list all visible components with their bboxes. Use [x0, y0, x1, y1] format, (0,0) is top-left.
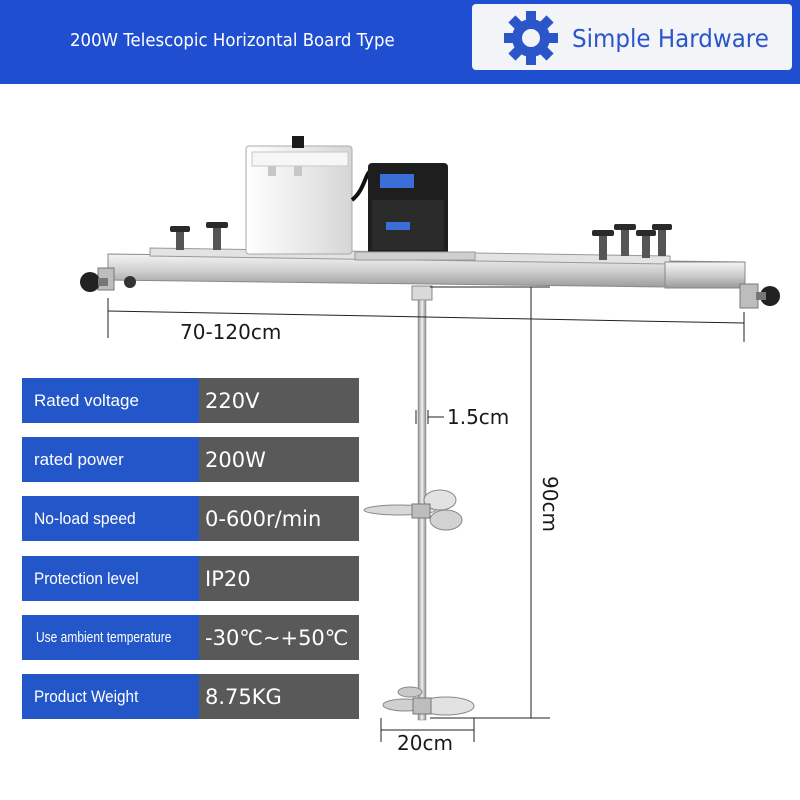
width-dimension-label: 70-120cm: [180, 320, 282, 344]
spec-row-no-load-speed: No-load speed 0-600r/min: [22, 496, 359, 541]
spec-value: -30℃~+50℃: [199, 615, 359, 660]
spec-value: 200W: [199, 437, 359, 482]
lower-impeller: [382, 686, 475, 716]
spec-label: Protection level: [22, 556, 199, 601]
dimension-lines: [107, 286, 745, 742]
spec-value: 0-600r/min: [199, 496, 359, 541]
spec-label: No-load speed: [22, 496, 199, 541]
spec-label: rated power: [22, 437, 199, 482]
gearbox-housing: [245, 136, 353, 255]
impeller-diameter-label: 20cm: [397, 731, 453, 755]
shaft-diameter-label: 1.5cm: [447, 405, 510, 429]
clamp-knob-right: [756, 286, 780, 306]
gear-icon: [504, 11, 558, 65]
motor-housing: [354, 163, 476, 261]
spec-row-product-weight: Product Weight 8.75KG: [22, 674, 359, 719]
header-banner: 200W Telescopic Horizontal Board Type Si…: [0, 0, 800, 84]
spec-row-rated-power: rated power 200W: [22, 437, 359, 482]
spec-label: Use ambient temperature: [22, 615, 199, 660]
clamp-knob-left: [80, 272, 136, 292]
brand-badge: Simple Hardware: [472, 4, 792, 70]
spec-row-protection-level: Protection level IP20: [22, 556, 359, 601]
spec-value: 8.75KG: [199, 674, 359, 719]
spec-value: IP20: [199, 556, 359, 601]
board-knobs-right: [592, 224, 672, 260]
page-title: 200W Telescopic Horizontal Board Type: [70, 30, 395, 51]
mixer-product-illustration: [80, 136, 780, 742]
brand-name: Simple Hardware: [572, 24, 769, 53]
spec-value: 220V: [199, 378, 359, 423]
spec-row-ambient-temperature: Use ambient temperature -30℃~+50℃: [22, 615, 359, 660]
shaft-coupling: [411, 285, 433, 301]
spec-label: Product Weight: [22, 674, 199, 719]
upper-impeller: [363, 489, 463, 531]
spec-label: Rated voltage: [22, 378, 199, 423]
board-knobs-left: [170, 222, 228, 250]
shaft-length-label: 90cm: [538, 476, 562, 532]
spec-row-rated-voltage: Rated voltage 220V: [22, 378, 359, 423]
